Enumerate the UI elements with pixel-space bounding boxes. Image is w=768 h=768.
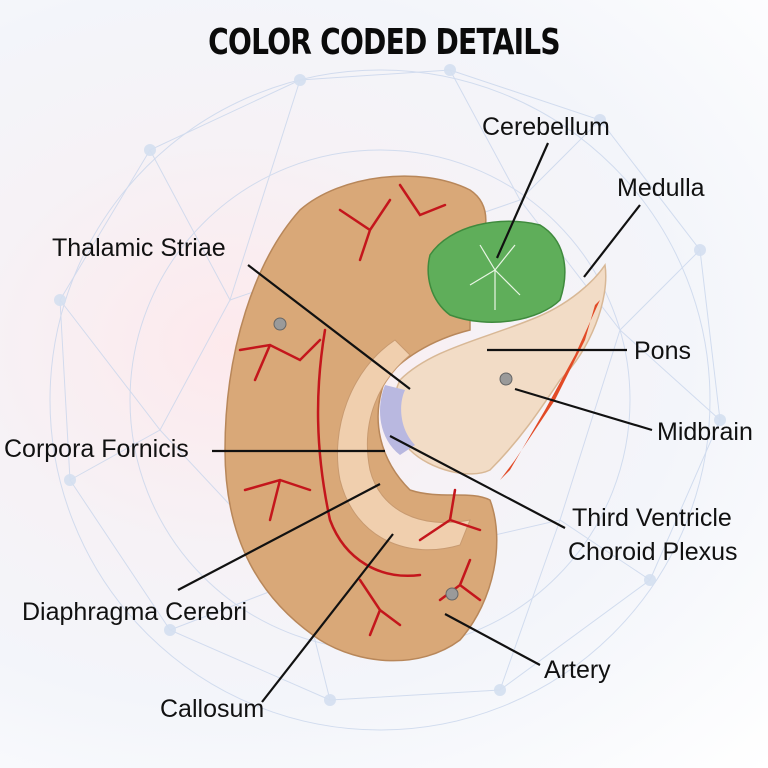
label-medulla: Medulla <box>617 174 705 202</box>
label-cerebellum: Cerebellum <box>482 113 610 141</box>
label-midbrain: Midbrain <box>657 418 753 446</box>
label-artery: Artery <box>544 656 611 684</box>
label-diaphragma-cerebri: Diaphragma Cerebri <box>22 598 248 626</box>
label-thalamic-striae: Thalamic Striae <box>52 234 226 262</box>
label-callosum: Callosum <box>160 695 265 723</box>
label-third-ventricle: Third Ventricle <box>572 504 732 532</box>
label-choroid-plexus: Choroid Plexus <box>568 538 738 566</box>
model-pin <box>273 317 287 331</box>
label-corpora-fornicis: Corpora Fornicis <box>4 435 189 463</box>
label-pons: Pons <box>634 337 691 365</box>
model-pin <box>499 372 513 386</box>
model-pin <box>445 587 459 601</box>
page-title: COLOR CODED DETAILS <box>208 22 560 63</box>
